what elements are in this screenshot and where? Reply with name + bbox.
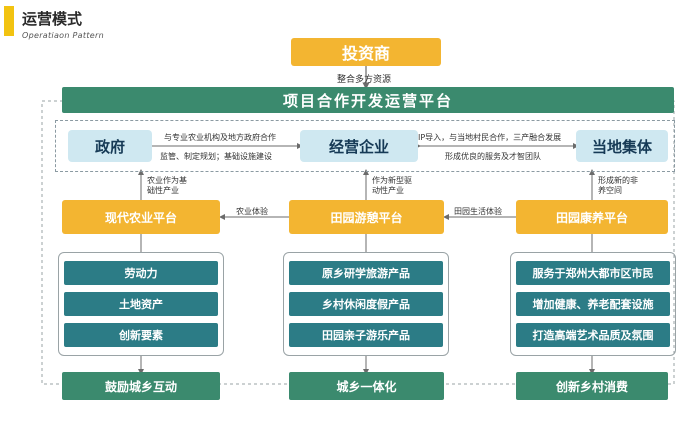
- platform-modern-agri: 现代农业平台: [62, 200, 220, 234]
- agri-basic-annotation: 农业作为基 础性产业: [147, 176, 187, 195]
- ent-collective-top-label: IP导入，与当地村民合作，三产融合发展: [418, 133, 562, 142]
- wellness-item: 打造高端艺术品质及氛围: [516, 323, 670, 347]
- footer-urban-rural-integration: 城乡一体化: [289, 372, 444, 400]
- platform-rural-recreation: 田园游憩平台: [289, 200, 444, 234]
- footer-rural-consumption: 创新乡村消费: [516, 372, 668, 400]
- enterprise-box: 经营企业: [300, 130, 418, 162]
- gov-enterprise-top-label: 与专业农业机构及地方政府合作: [164, 133, 276, 142]
- agri-item: 创新要素: [64, 323, 218, 347]
- platform-banner: 项目合作开发运营平台: [62, 87, 674, 113]
- parties-dashed-box: [55, 120, 675, 172]
- agri-item: 劳动力: [64, 261, 218, 285]
- rural-life-experience-label: 田园生活体验: [454, 207, 502, 216]
- accent-bar: [4, 6, 14, 36]
- platform-wellness: 田园康养平台: [516, 200, 668, 234]
- page-title: 运营模式: [22, 10, 83, 28]
- wellness-item: 增加健康、养老配套设施: [516, 292, 670, 316]
- agri-items-container: [58, 252, 224, 356]
- new-space-annotation: 形成新的非 养空间: [598, 176, 638, 195]
- recreation-item: 乡村休闲度假产品: [289, 292, 443, 316]
- integrate-resources-label: 整合多方资源: [337, 75, 392, 85]
- page-subtitle: Operatiaon Pattern: [22, 31, 104, 40]
- wellness-items-container: [510, 252, 676, 356]
- agri-item: 土地资产: [64, 292, 218, 316]
- recreation-item: 原乡研学旅游产品: [289, 261, 443, 285]
- recreation-items-container: [283, 252, 449, 356]
- recreation-item: 田园亲子游乐产品: [289, 323, 443, 347]
- wellness-item: 服务于郑州大都市区市民: [516, 261, 670, 285]
- government-box: 政府: [68, 130, 152, 162]
- agri-experience-label: 农业体验: [236, 207, 268, 216]
- footer-urban-rural-interaction: 鼓励城乡互动: [62, 372, 220, 400]
- collective-box: 当地集体: [576, 130, 668, 162]
- new-driver-annotation: 作为新型驱 动性产业: [372, 176, 412, 195]
- investor-box: 投资商: [291, 38, 441, 66]
- ent-collective-bottom-label: 形成优良的服务及才智团队: [445, 152, 541, 161]
- gov-enterprise-bottom-label: 监管、制定规划；基础设施建设: [160, 152, 272, 161]
